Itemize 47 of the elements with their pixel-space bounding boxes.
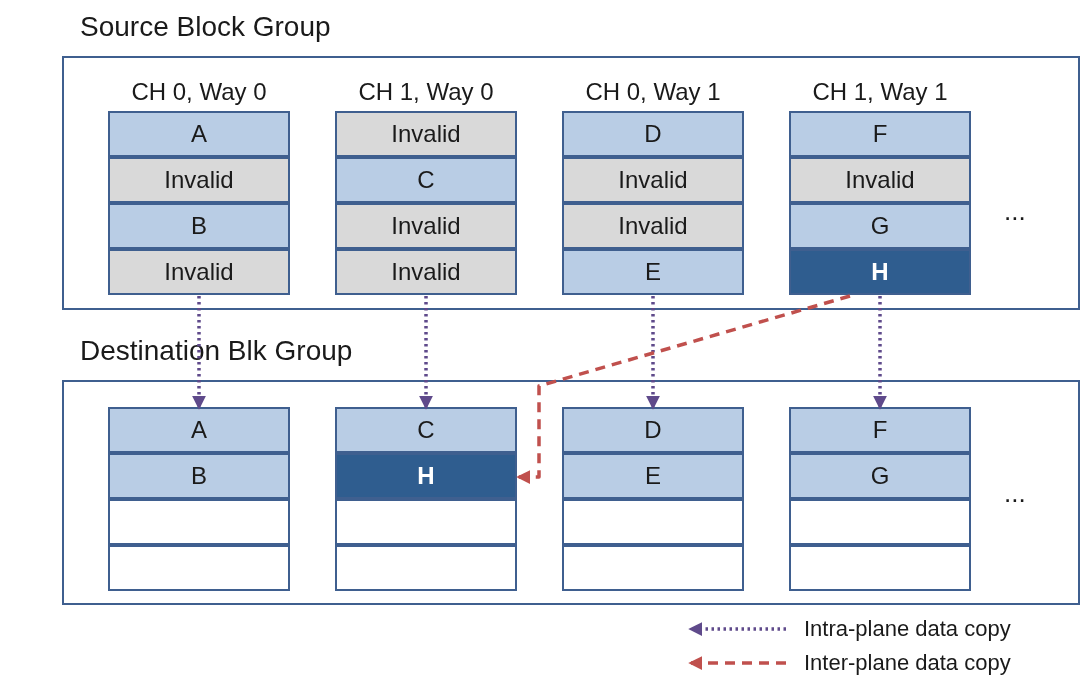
group-title: Destination Blk Group — [80, 334, 353, 368]
empty-page-cell — [335, 499, 517, 545]
page-cell: C — [335, 407, 517, 453]
arrow — [873, 296, 887, 410]
page-cell: B — [108, 453, 290, 499]
empty-page-cell — [789, 545, 971, 591]
column-header: CH 0, Way 0 — [130, 78, 268, 106]
page-cell: F — [789, 407, 971, 453]
ellipsis: ... — [1004, 196, 1026, 226]
column-header: CH 1, Way 1 — [811, 78, 949, 106]
page-cell: Invalid — [335, 249, 517, 295]
ellipsis: ... — [1004, 478, 1026, 508]
empty-page-cell — [108, 545, 290, 591]
page-cell: F — [789, 111, 971, 157]
legend-text: Inter-plane data copy — [804, 650, 1011, 676]
page-cell: Invalid — [789, 157, 971, 203]
legend-text: Intra-plane data copy — [804, 616, 1011, 642]
group-title: Source Block Group — [80, 10, 331, 44]
page-cell: B — [108, 203, 290, 249]
empty-page-cell — [335, 545, 517, 591]
page-cell: Invalid — [335, 203, 517, 249]
page-cell: Invalid — [108, 249, 290, 295]
arrow — [516, 294, 851, 484]
empty-page-cell — [789, 499, 971, 545]
empty-page-cell — [108, 499, 290, 545]
column-header: CH 0, Way 1 — [584, 78, 722, 106]
page-cell: D — [562, 407, 744, 453]
column-header: CH 1, Way 0 — [357, 78, 495, 106]
page-cell: G — [789, 203, 971, 249]
page-cell: E — [562, 249, 744, 295]
arrow — [192, 296, 206, 410]
page-cell: C — [335, 157, 517, 203]
arrow — [419, 296, 433, 410]
page-cell: H — [789, 249, 971, 295]
page-cell: Invalid — [562, 203, 744, 249]
arrow — [646, 296, 660, 410]
page-cell: G — [789, 453, 971, 499]
page-cell: H — [335, 453, 517, 499]
page-cell: E — [562, 453, 744, 499]
page-cell: Invalid — [562, 157, 744, 203]
page-cell: Invalid — [335, 111, 517, 157]
page-cell: D — [562, 111, 744, 157]
page-cell: A — [108, 407, 290, 453]
page-cell: A — [108, 111, 290, 157]
empty-page-cell — [562, 545, 744, 591]
page-cell: Invalid — [108, 157, 290, 203]
empty-page-cell — [562, 499, 744, 545]
